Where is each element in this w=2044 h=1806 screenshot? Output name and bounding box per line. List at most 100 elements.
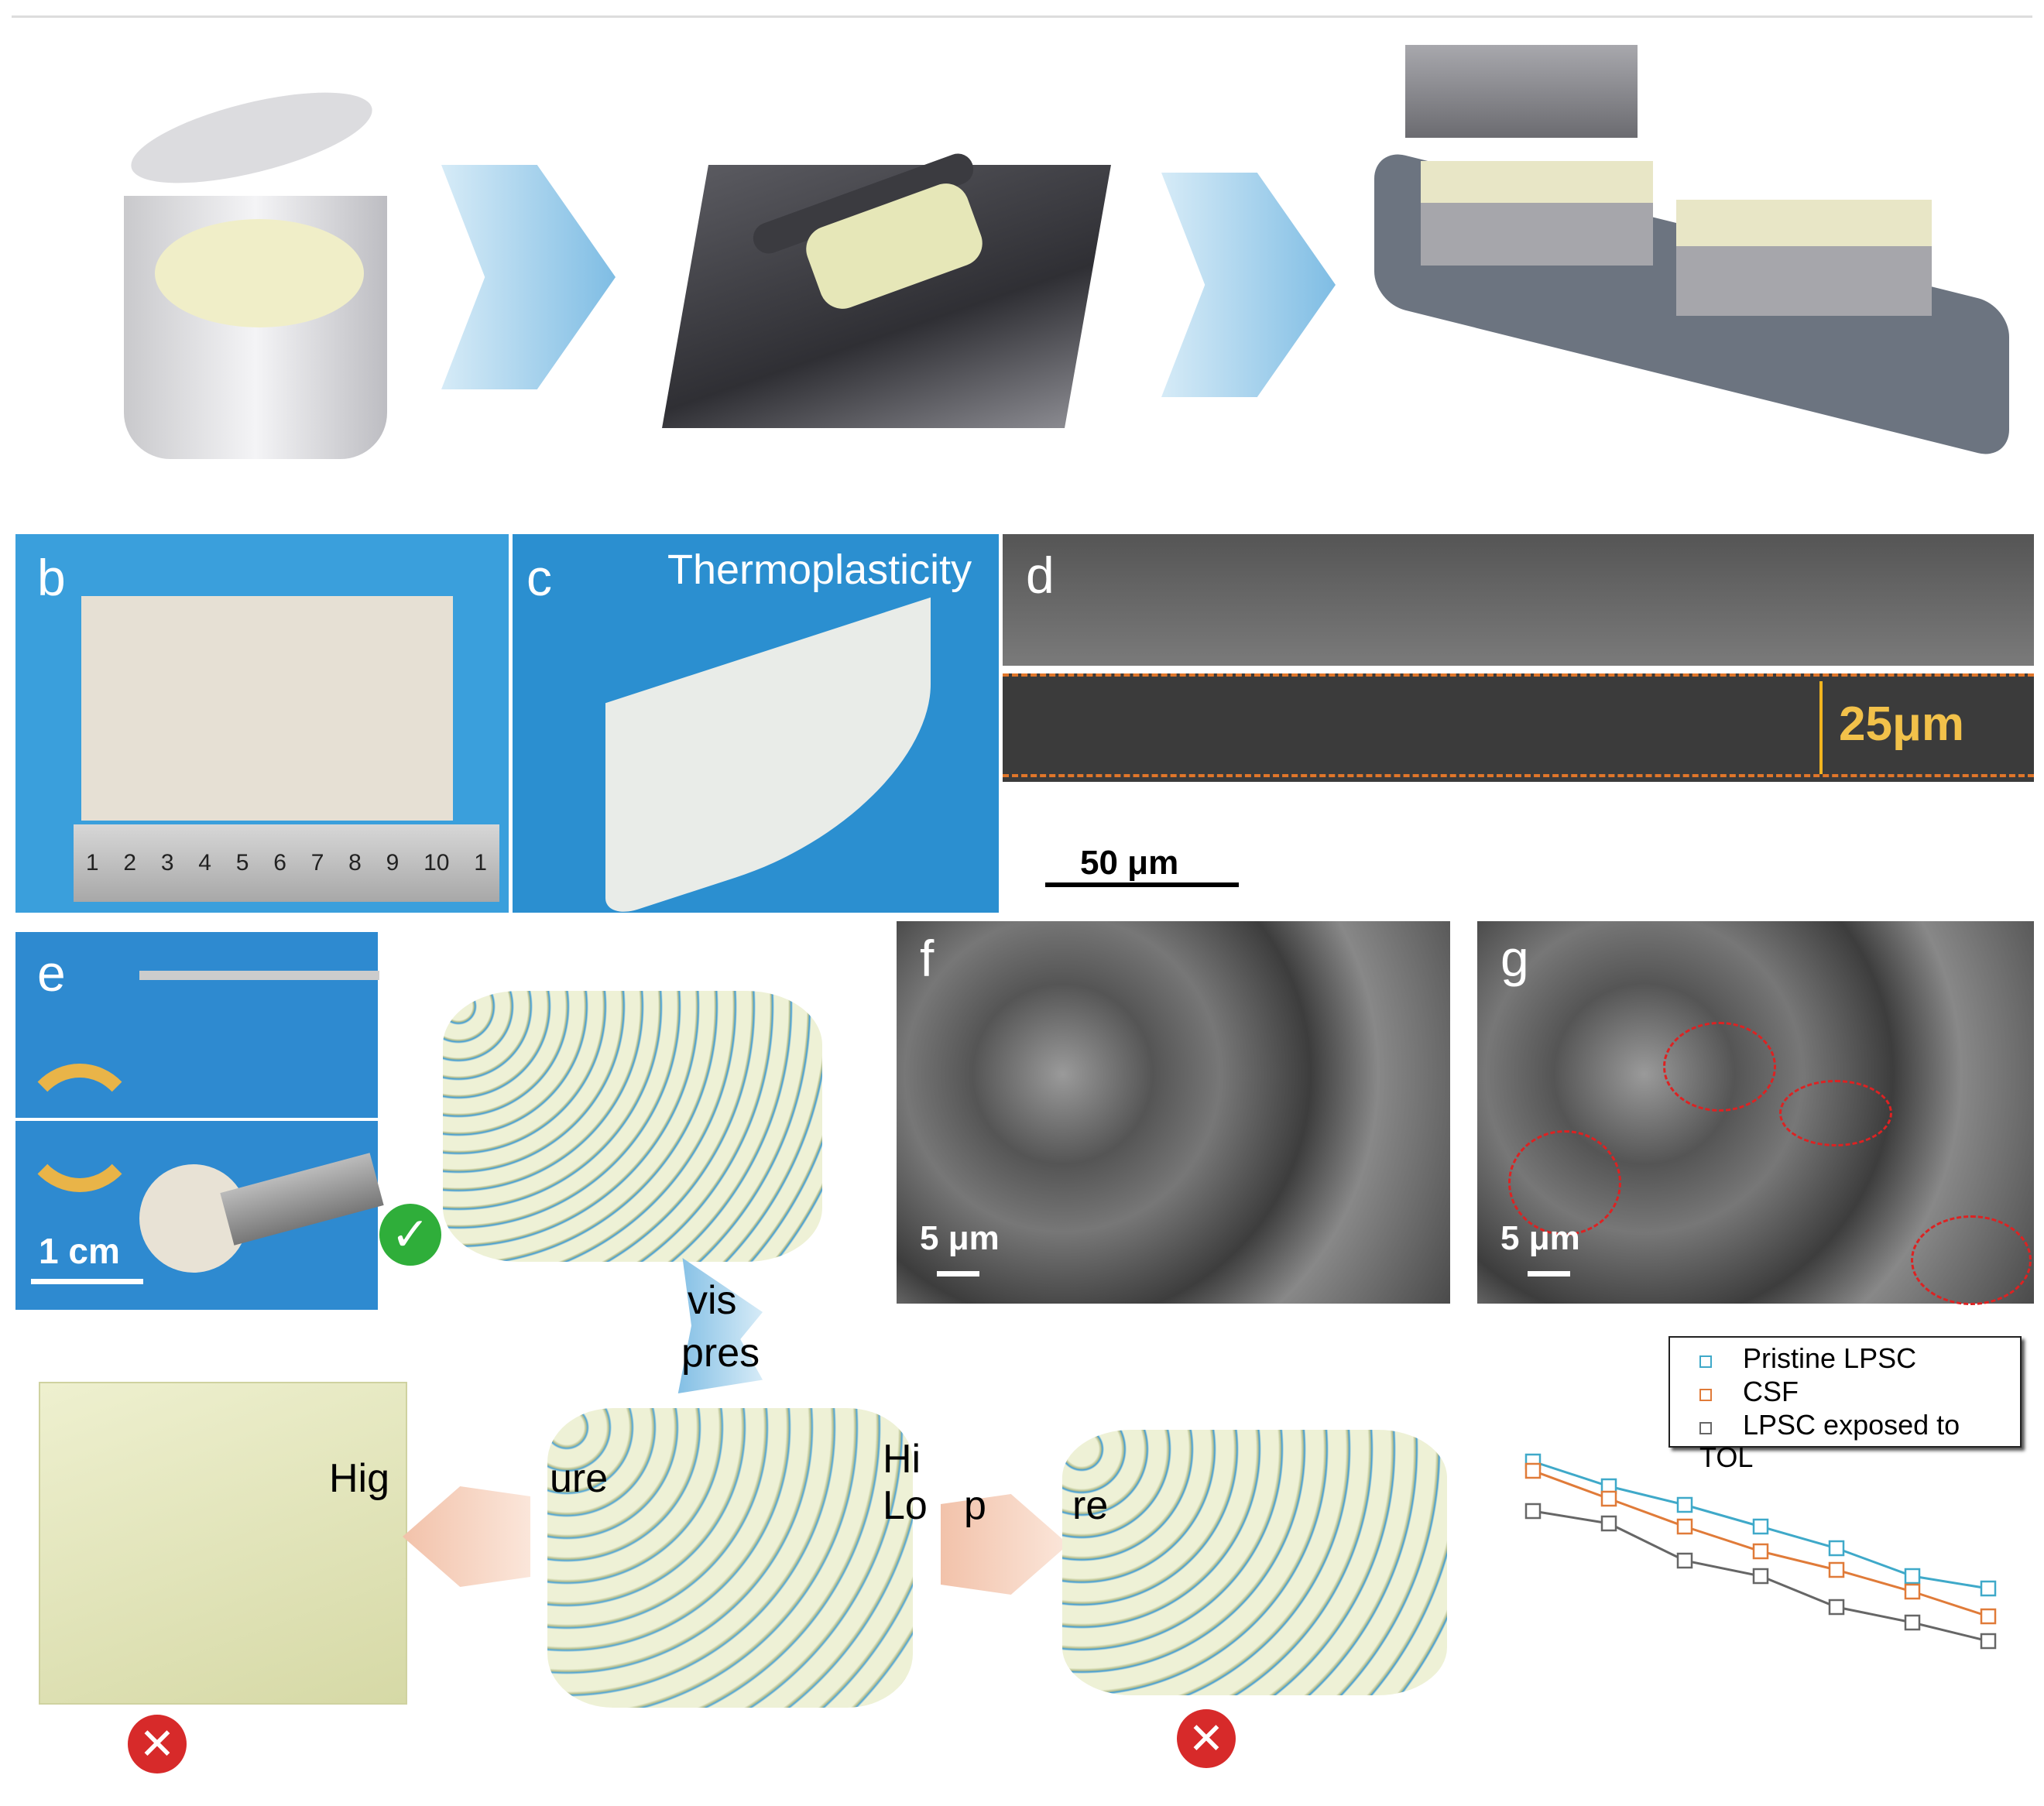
label-fragment-ure: ure [550,1456,609,1501]
ruler-tick: 2 [123,850,137,876]
panel-e-photo: e 1 cm [15,932,384,1310]
ruler-tick: 5 [235,850,249,876]
green-check-icon: ✓ [379,1204,441,1266]
label-fragment-re: re [1072,1483,1109,1528]
data-point [1828,1540,1845,1557]
chart-legend: Pristine LPSC CSF LPSC exposed to TOL [1668,1336,2022,1473]
ruler-tick: 1 [85,850,99,876]
bottom-boundary-line [1003,774,2034,777]
pressed-block-1 [1421,161,1653,266]
scale-bar-f [937,1271,979,1277]
ruler-tick: 6 [273,850,286,876]
scale-bar-label-d: 50 μm [1080,844,1179,882]
arrow-right-low-pressure [941,1494,1068,1595]
data-point [1980,1633,1997,1650]
process-arrow-2 [1161,173,1336,397]
data-point [1600,1515,1617,1532]
jar-lid-icon [122,74,381,202]
particle-cube-top [443,991,822,1262]
label-fragment-high: Hig [329,1456,390,1501]
data-point [1828,1599,1845,1616]
legend-marker [1699,1422,1712,1434]
highlight-circle [1663,1022,1776,1112]
ruler-tick: 1 [474,850,487,876]
bent-film [605,597,931,920]
label-fragment-pres: pres [681,1331,760,1376]
data-point [1676,1496,1693,1513]
scale-bar-label-g: 5 μm [1500,1219,1580,1257]
highlight-circle [1911,1215,2032,1305]
data-point [1904,1568,1921,1585]
data-point [1980,1580,1997,1597]
label-fragment-vis: vis [688,1278,737,1323]
scale-bar-label-e: 1 cm [39,1231,120,1271]
red-x-icon: ✕ [128,1715,187,1773]
data-point [1752,1568,1769,1585]
spatula-icon [220,1153,384,1246]
data-point [1600,1490,1617,1507]
legend-label: Pristine LPSC [1743,1342,1917,1374]
label-fragment-lo: Lo [883,1483,928,1528]
ruler-tick: 8 [348,850,362,876]
data-point [1980,1608,1997,1625]
scale-bar-e [31,1279,143,1284]
data-point [1524,1462,1542,1479]
highlight-circle [1508,1130,1621,1235]
red-x-icon: ✕ [1177,1709,1236,1768]
pressed-block-2 [1676,200,1932,316]
data-point [1752,1543,1769,1560]
particle-cube-middle [547,1408,913,1708]
ruler-tick: 3 [160,850,174,876]
divider-line [15,1118,378,1121]
panel-label-b: b [37,549,66,606]
press-top-block [1405,45,1638,138]
sem-background [1003,534,2034,666]
electrolyte-film-sheet [81,596,453,821]
data-point [1752,1518,1769,1535]
data-point [1828,1561,1845,1578]
process-arrow-1 [441,165,616,389]
data-point [1524,1503,1542,1520]
panel-label-e: e [37,944,66,1002]
data-point [1676,1552,1693,1569]
tweezers-icon [139,971,379,980]
label-fragment-hi: Hi [883,1437,921,1482]
rotate-arrows-icon [19,1064,140,1192]
top-boundary-line [1003,673,2034,677]
scale-bar-g [1528,1271,1570,1277]
panel-a-process-schematic [12,15,2032,517]
scale-bar-label-f: 5 μm [920,1219,1000,1257]
particle-cube-right [1062,1430,1447,1695]
thickness-label: 25μm [1839,697,1965,751]
ruler-tick: 10 [424,850,450,876]
legend-item-pristine: Pristine LPSC [1699,1342,1916,1375]
legend-label: CSF [1743,1376,1799,1407]
panel-label-d: d [1026,547,1055,604]
panel-label-c: c [526,549,552,606]
ruler-tick: 4 [198,850,211,876]
legend-marker [1699,1389,1712,1401]
thermoplasticity-title: Thermoplasticity [667,547,972,593]
legend-item-tol: LPSC exposed to TOL [1699,1409,2020,1474]
highlight-circle [1779,1080,1892,1146]
scale-bar-d [1045,882,1239,887]
legend-marker [1699,1355,1712,1368]
dense-cube-cracked [39,1382,407,1705]
label-fragment-p: p [964,1483,986,1528]
mini-line-chart [1524,1453,1997,1650]
arrow-left-high-pressure [403,1486,530,1587]
panel-c-photo: c Thermoplasticity [513,534,999,920]
panel-label-g: g [1500,930,1529,987]
ruler-tick: 7 [310,850,324,876]
legend-item-csf: CSF [1699,1376,1799,1408]
slurry-surface [155,219,364,327]
data-point [1904,1583,1921,1600]
legend-label: LPSC exposed to TOL [1699,1409,1960,1473]
panel-label-f: f [920,930,935,987]
panel-g-sem: g 5 μm [1477,921,2034,1305]
data-point [1676,1518,1693,1535]
ruler-tick: 9 [386,850,400,876]
